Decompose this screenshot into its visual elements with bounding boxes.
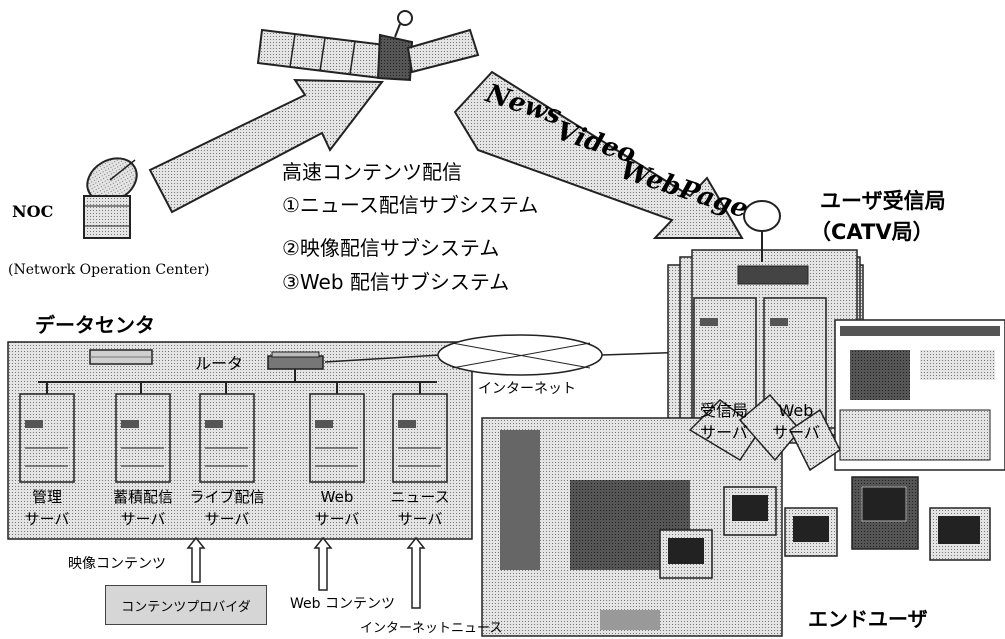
end-user-screens — [481, 319, 1005, 637]
server-label-line2: サーバ — [700, 423, 748, 442]
input-arrows — [186, 536, 426, 609]
server-label-live: ライブ配信 サーバ — [184, 486, 270, 530]
end-user-label: エンドユーザ — [808, 607, 928, 631]
server-label-management: 管理 サーバ — [12, 486, 82, 530]
satellite-icon — [256, 10, 480, 82]
server-label-web: Web サーバ — [300, 486, 374, 530]
delivery-item-web: ③Web 配信サブシステム — [282, 270, 510, 294]
delivery-title: 高速コンテンツ配信 — [282, 160, 462, 184]
server-label-line2: サーバ — [204, 510, 250, 528]
video-contents-label: 映像コンテンツ — [68, 556, 166, 572]
noc-antenna-icon — [83, 157, 138, 239]
server-label-line1: ライブ配信 — [189, 488, 265, 506]
router-label: ルータ — [195, 354, 244, 373]
router-icon-left — [89, 349, 153, 365]
internet-news-label: インターネットニュース — [360, 621, 503, 636]
server-icon-management — [19, 393, 75, 483]
server-label-line1: 管理 — [31, 488, 62, 506]
noc-full-name: (Network Operation Center) — [8, 262, 210, 278]
server-label-storage: 蓄積配信 サーバ — [100, 486, 186, 530]
server-label-line2: サーバ — [397, 510, 443, 528]
server-label-line1: 受信局 — [699, 401, 748, 420]
server-icon-web — [309, 393, 365, 483]
internet-cloud-icon — [437, 334, 691, 376]
downlink-arrow — [453, 70, 744, 239]
web-contents-label: Web コンテンツ — [290, 596, 395, 612]
data-center-title: データセンタ — [35, 313, 155, 337]
server-label-line1: Web — [320, 488, 354, 506]
server-label-line1: ニュース — [390, 488, 450, 506]
user-station-subtitle: （CATV局） — [810, 220, 934, 244]
receiving-server-label-web: Web サーバ — [760, 400, 832, 444]
server-icon-live — [199, 393, 255, 483]
content-provider-box: コンテンツプロバイダ — [105, 585, 267, 625]
server-label-line2: サーバ — [772, 423, 820, 442]
content-provider-label: コンテンツプロバイダ — [121, 599, 251, 615]
user-station-title: ユーザ受信局 — [820, 189, 946, 213]
receiving-server-label-station: 受信局 サーバ — [684, 400, 764, 444]
delivery-item-video: ②映像配信サブシステム — [282, 236, 500, 260]
catv-station — [667, 200, 864, 444]
server-label-line2: サーバ — [120, 510, 166, 528]
uplink-arrow — [148, 78, 384, 214]
router-icon-main — [267, 351, 324, 370]
delivery-item-news: ①ニュース配信サブシステム — [282, 193, 539, 217]
server-icon-news — [392, 393, 448, 483]
server-label-line2: サーバ — [24, 510, 70, 528]
noc-label: NOC — [12, 202, 54, 221]
server-icon-storage — [115, 393, 171, 483]
server-label-line1: Web — [778, 401, 814, 420]
server-label-news: ニュース サーバ — [380, 486, 460, 530]
server-label-line2: サーバ — [314, 510, 360, 528]
server-label-line1: 蓄積配信 — [112, 488, 173, 506]
client-pc-icons — [659, 476, 991, 579]
internet-label: インターネット — [478, 381, 576, 397]
